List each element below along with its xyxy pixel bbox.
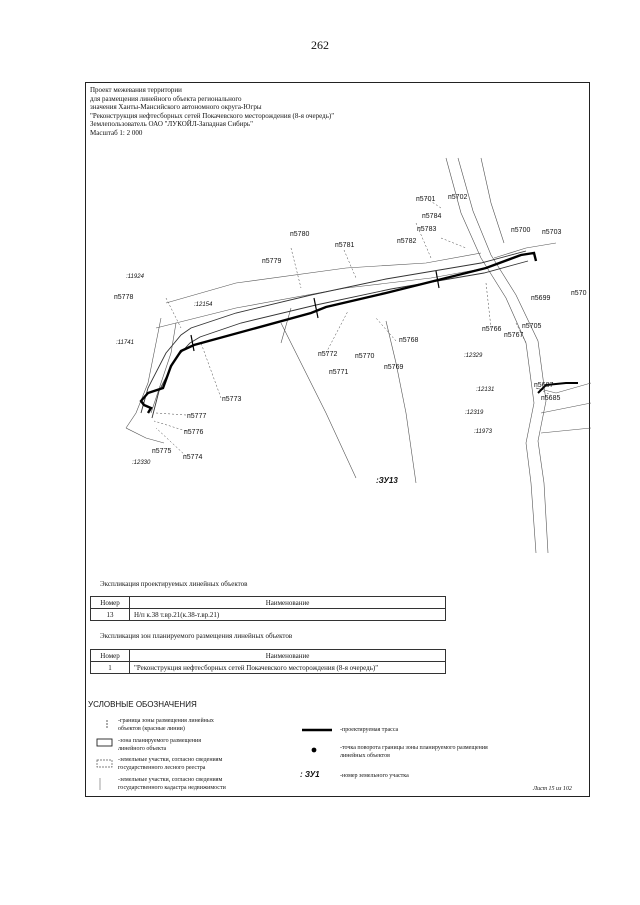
table-header: Номер <box>90 649 130 662</box>
turn-point-icon <box>311 747 317 753</box>
point-label: п5702 <box>448 194 467 201</box>
point-label: п5781 <box>335 242 354 249</box>
point-label: п5775 <box>152 448 171 455</box>
table1-caption: Экспликация проектируемых линейных объек… <box>100 580 248 588</box>
point-label: п5783 <box>417 226 436 233</box>
route-ticks <box>190 270 440 352</box>
header-line: "Реконструкция нефтесборных сетей Покаче… <box>90 111 335 120</box>
table-cell: 13 <box>90 608 130 621</box>
point-label: п5773 <box>222 396 241 403</box>
legend-title: УСЛОВНЫЕ ОБОЗНАЧЕНИЯ <box>88 700 197 709</box>
table-cell: "Реконструкция нефтесборных сетей Покаче… <box>129 661 446 674</box>
legend-turn-point: -точка поворота границы зоны планируемог… <box>340 745 488 759</box>
parcel-number: :11741 <box>116 340 134 346</box>
legend-parcel-number: -номер земельного участка <box>340 773 409 779</box>
parcel-number: :12319 <box>465 410 484 416</box>
legend-forest: -земельные участки, согласно сведениям г… <box>118 757 223 771</box>
map-sheet-frame: Проект межевания территории для размещен… <box>85 82 591 797</box>
point-label: п5784 <box>422 213 441 220</box>
land-plot-label: :ЗУ13 <box>376 476 398 485</box>
point-label: п5771 <box>329 369 348 376</box>
legend-zone: -зона планируемого размещения линейного … <box>118 738 201 752</box>
forest-parcel-icon <box>96 759 113 768</box>
sheet-number: Лист 15 из 102 <box>533 786 572 792</box>
point-label: п5777 <box>187 413 206 420</box>
point-label: п5770 <box>355 353 374 360</box>
table-header: Наименование <box>129 649 446 662</box>
zone-outline <box>140 250 529 419</box>
point-label: п5768 <box>399 337 418 344</box>
point-label: п5780 <box>290 231 309 238</box>
point-label: п5767 <box>504 332 523 339</box>
point-label: п5699 <box>531 295 550 302</box>
parcel-number: :12131 <box>476 387 494 393</box>
parcel-number: :12329 <box>464 353 483 359</box>
legend-route: -проектируемая трасса <box>340 727 399 733</box>
table-cell: 1 <box>90 661 130 674</box>
header-line: значения Ханты-Мансийского автономного о… <box>90 103 262 112</box>
header-line: Масштаб 1: 2 000 <box>90 128 143 137</box>
parcel-number: :12154 <box>194 302 213 308</box>
header-line: Землепользователь ОАО "ЛУКОЙЛ-Западная С… <box>90 120 253 129</box>
parcel-number: :11924 <box>126 274 145 280</box>
table-cell: Н/п к.38 т.вр.21(к.38-т.вр.21) <box>129 608 446 621</box>
legend-cadastre: -земельные участки, согласно сведениям г… <box>118 777 226 791</box>
header-line: для размещения линейного объекта региона… <box>90 94 242 103</box>
point-label: п5774 <box>183 454 202 461</box>
cadastral-map: п5701 п5702 п5784 п5783 п5700 п5703 п578… <box>114 157 591 554</box>
point-label: п5782 <box>397 238 416 245</box>
zone-icon <box>96 738 113 747</box>
point-label: п5705 <box>522 323 541 330</box>
point-label: п5778 <box>114 294 133 301</box>
parcel-number: :12330 <box>132 460 151 466</box>
page-number: 262 <box>311 38 329 52</box>
projected-route <box>139 251 538 414</box>
point-label: п5769 <box>384 364 403 371</box>
legend-symbols-left <box>96 720 113 790</box>
parcel-boundaries <box>125 157 591 554</box>
leader-lines <box>153 197 552 457</box>
table-linear-objects: Номер Наименование 13 Н/п к.38 т.вр.21(к… <box>90 596 446 621</box>
header-line: Проект межевания территории <box>90 86 182 94</box>
point-label: п5701 <box>416 196 435 203</box>
point-label: п5700 <box>511 227 530 234</box>
point-label: п5685 <box>541 395 560 402</box>
point-label: п5703 <box>542 229 561 236</box>
point-label: п5766 <box>482 326 501 333</box>
point-label: п570 <box>571 290 587 297</box>
legend-symbols-right <box>302 728 332 753</box>
legend-red-lines: -граница зоны размещения линейных объект… <box>118 718 214 732</box>
table-zones: Номер Наименование 1 "Реконструкция нефт… <box>90 649 446 674</box>
table2-caption: Экспликация зон планируемого размещения … <box>100 632 293 640</box>
table-header: Наименование <box>129 596 446 609</box>
legend-parcel-symbol: : ЗУ1 <box>300 770 320 779</box>
point-label: п5772 <box>318 351 337 358</box>
point-label: п5776 <box>184 429 203 436</box>
table-header: Номер <box>90 596 130 609</box>
parcel-number: :11973 <box>474 429 493 435</box>
point-label: п5779 <box>262 258 281 265</box>
point-label: п5687 <box>534 382 553 389</box>
sheet-header: Проект межевания территории для размещен… <box>90 86 334 138</box>
projected-route-segment <box>537 382 578 394</box>
